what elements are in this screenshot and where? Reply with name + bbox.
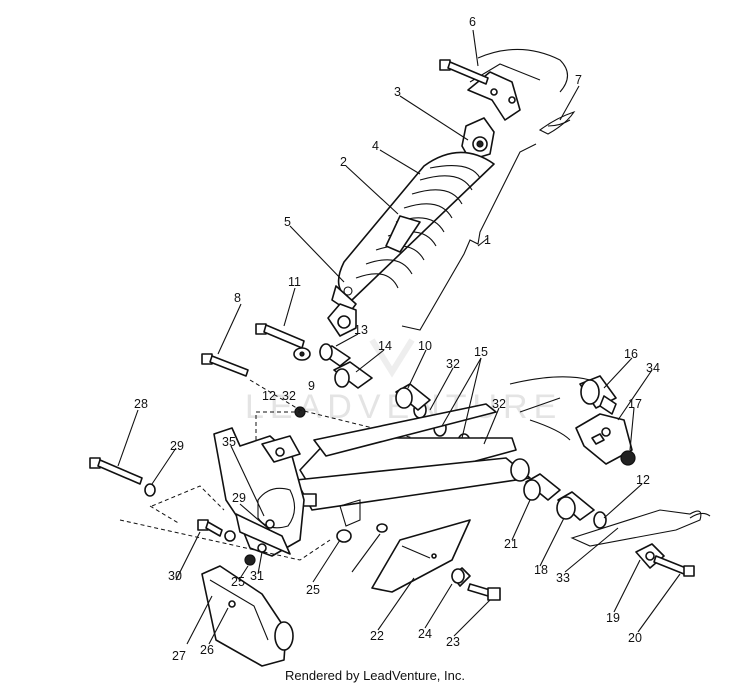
callout-29-top: 29 [170, 439, 184, 453]
washer-12-right [593, 511, 607, 529]
callout-13: 13 [354, 323, 368, 337]
bushings-13-14 [319, 343, 373, 389]
callout-12-left: 12 [262, 389, 276, 403]
washer-35 [376, 523, 388, 533]
callout-14: 14 [378, 339, 392, 353]
bolt-30 [197, 519, 236, 542]
callout-32-left: 32 [282, 389, 296, 403]
callout-1: 1 [484, 233, 491, 247]
callout-32-upper: 32 [446, 357, 460, 371]
nut-17 [620, 450, 636, 466]
bushing-25 [336, 529, 352, 543]
nut-25 [244, 554, 256, 566]
swing-arm [295, 403, 531, 527]
callout-19: 19 [606, 611, 620, 625]
bolt-11 [255, 323, 311, 361]
cotter-pin-7 [538, 110, 576, 135]
callout-33: 34 [646, 361, 660, 375]
pivot-bracket-34 [213, 427, 305, 557]
callout-10: 10 [418, 339, 432, 353]
bolt-8 [201, 353, 249, 377]
bushing-18 [556, 491, 595, 521]
callout-6: 6 [469, 15, 476, 29]
callout-32-lower-right: 33 [556, 571, 570, 585]
alignment-line-upper [249, 379, 463, 451]
callout-21: 21 [504, 537, 518, 551]
chain-guard-22 [371, 519, 471, 593]
tensioner-block-33 [575, 413, 633, 465]
callout-32-right: 32 [492, 397, 506, 411]
callout-26: 26 [200, 643, 214, 657]
callout-28: 28 [134, 397, 148, 411]
bolt-6 [439, 59, 489, 85]
bolt-23 [467, 583, 501, 601]
assembly-brace-1 [401, 143, 537, 331]
footer-credit: Rendered by LeadVenture, Inc. [285, 668, 465, 683]
callout-30: 30 [168, 569, 182, 583]
callout-leaders [117, 29, 681, 645]
spacer-24 [451, 567, 471, 587]
reference-boundary-lower [119, 485, 331, 561]
callout-27: 27 [172, 649, 186, 663]
callout-17: 17 [628, 397, 642, 411]
frame-mount-bracket [467, 48, 569, 121]
wheel-outline [509, 376, 591, 441]
callout-5: 5 [284, 215, 291, 229]
callout-7: 7 [575, 73, 582, 87]
callout-11: 11 [288, 275, 301, 289]
bolt-20 [653, 555, 695, 577]
callout-23: 23 [446, 635, 460, 649]
bushing-10 [395, 383, 431, 411]
callout-4: 4 [372, 139, 379, 153]
callout-25-right: 25 [306, 583, 320, 597]
callout-3: 3 [394, 85, 401, 99]
callout-31: 31 [250, 569, 264, 583]
callout-8: 8 [234, 291, 241, 305]
callout-15: 15 [474, 345, 488, 359]
bushing-21 [523, 473, 561, 501]
callout-34: 35 [222, 435, 236, 449]
callout-22: 22 [370, 629, 384, 643]
shock-absorber [327, 117, 495, 337]
callout-24: 24 [418, 627, 432, 641]
bolt-28 [89, 457, 156, 497]
callout-29-lower: 29 [232, 491, 246, 505]
watermark-logo [369, 338, 415, 378]
callout-16: 16 [624, 347, 638, 361]
adjuster-rod [570, 509, 711, 547]
alignment-line-pivot [255, 411, 300, 440]
chain-slider-27 [201, 565, 294, 667]
callout-labels: 1 2 3 4 5 6 7 8 9 10 11 12 12 13 14 15 1… [134, 15, 660, 663]
callout-2: 2 [340, 155, 347, 169]
callout-9: 9 [308, 379, 315, 393]
callout-18: 18 [534, 563, 548, 577]
callout-25-left: 25 [231, 575, 245, 589]
callout-12-right: 12 [636, 473, 650, 487]
callout-20: 20 [628, 631, 642, 645]
